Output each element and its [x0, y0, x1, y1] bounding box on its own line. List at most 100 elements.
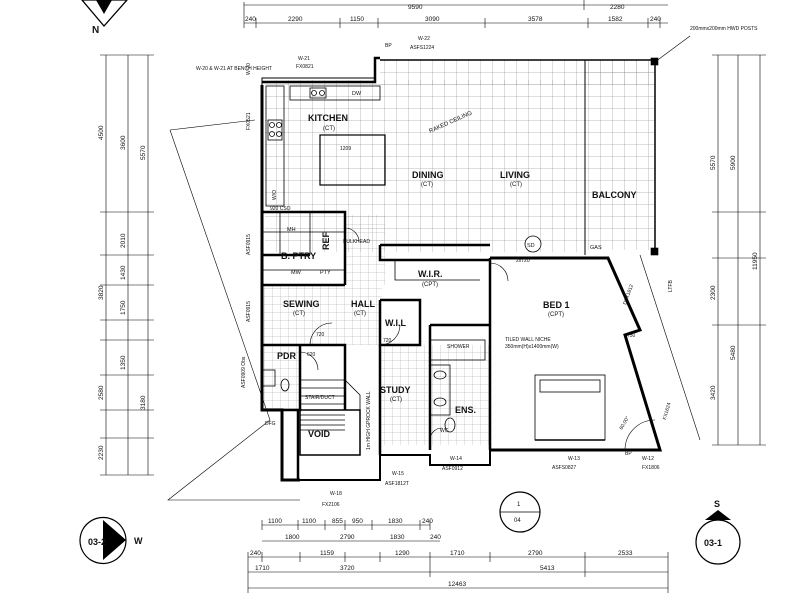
tag-fx1624: FX1624	[662, 402, 672, 421]
tag-fx2106: FX2106	[322, 502, 340, 508]
dim-bottom-total: 12463	[448, 581, 466, 588]
tag-asf0915-a: ASF0915	[246, 234, 252, 255]
dim-left-3: 2230	[98, 445, 105, 460]
dim-bottom-r2-1: 2790	[340, 534, 355, 541]
left-dimension-labels: 4500 3820 2580 2230 3600 5570 2010 1430 …	[98, 125, 147, 460]
door-720-a: 720	[316, 332, 325, 338]
dim-top-5: 1582	[608, 16, 623, 23]
room-study: STUDY	[380, 385, 411, 395]
bench-1209-note: 1209	[340, 146, 351, 152]
room-mw: MW	[291, 270, 302, 276]
wc-ens-note: WC	[440, 428, 449, 434]
tag-fx0521: FX0521	[246, 112, 252, 130]
section-center-bottom: 04	[514, 518, 521, 524]
tiled-niche-note: TILED WALL NICHE	[505, 337, 551, 343]
dim-bottom-r4-0: 1710	[255, 565, 270, 572]
dim-right-5: 3420	[710, 385, 717, 400]
tag-asfs1224: ASFS1224	[410, 45, 434, 51]
bp-bottom-note: BP	[625, 451, 632, 457]
sd-label: SD	[527, 243, 535, 249]
dim-top-0: 240	[245, 16, 256, 23]
dim-bottom-r3-2: 1290	[395, 550, 410, 557]
room-sewing-sub: (CT)	[293, 311, 305, 317]
tag-asf0909: ASF0909 Obs	[241, 356, 247, 388]
dim-bottom-r2-2: 1830	[390, 534, 405, 541]
tag-fx1806: FX1806	[642, 465, 660, 471]
dim-bottom-r2-3: 240	[430, 534, 441, 541]
dim-bottom-r3-4: 2790	[528, 550, 543, 557]
dim-bottom-r3-1: 1159	[320, 550, 334, 557]
dim-left-inner-3: 1430	[120, 265, 127, 280]
tag-w22: W-22	[418, 36, 430, 42]
section-left-ref: 03-2	[88, 537, 106, 547]
dim-bottom-r2-0: 1800	[285, 534, 300, 541]
window-tags: W-21 FX0821 FX0521 W-22 ASFS1224 W-20 AS…	[241, 36, 674, 508]
dim-bottom-r4-2: 5413	[540, 565, 555, 572]
dim-left-inner-5: 1350	[120, 355, 127, 370]
top-dimensions	[243, 0, 668, 28]
bottom-dimension-labels: 1100 1100 855 950 1830 240 1800 2790 183…	[250, 518, 633, 588]
dim-top-right: 2280	[610, 4, 625, 11]
room-dining: DINING	[412, 170, 444, 180]
tag-asf0827: ASFS0827	[552, 465, 576, 471]
section-right-ref: 03-1	[704, 538, 722, 548]
dim-left-0: 4500	[98, 125, 105, 140]
bottom-dimensions	[247, 520, 669, 593]
room-mh: MH	[287, 227, 296, 233]
tag-dfg: DFG	[265, 421, 276, 427]
light-partitions	[262, 212, 480, 281]
bench-height-note: W-20 & W-21 AT BENCH HEIGHT	[196, 66, 272, 72]
room-hall: HALL	[351, 299, 375, 309]
cso-note: 920 CSO	[270, 206, 291, 212]
tag-asf0912: ASF0912	[442, 466, 463, 472]
door-720-b: 720	[383, 338, 392, 344]
tag-w14: W-14	[450, 456, 462, 462]
room-living: LIVING	[500, 170, 530, 180]
tag-asf1812t: ASF1812T	[385, 481, 409, 487]
north-compass: N	[81, 0, 128, 36]
left-dimensions	[100, 54, 154, 476]
hwd-posts-note: 200mmx200mm HWD POSTS	[690, 26, 758, 32]
room-ens: ENS.	[455, 405, 476, 415]
room-dining-sub: (CT)	[421, 182, 433, 188]
right-dimensions	[712, 54, 766, 446]
bulkhead-note: BULKHEAD	[343, 239, 370, 245]
dim-right-2: 11950	[752, 252, 759, 270]
niche-size-note: 350mm(H)x1400mm(W)	[505, 344, 559, 350]
tag-ltfb: LTFB	[668, 279, 674, 292]
room-study-sub: (CT)	[390, 397, 402, 403]
door-750: 750	[627, 333, 636, 339]
door-swings	[299, 227, 656, 451]
bathroom-fixtures	[262, 339, 486, 433]
west-label: W	[134, 536, 143, 546]
right-dimension-labels: 5570 5900 11950 2300 5480 3420	[710, 155, 759, 400]
top-dimension-labels: 240 2290 1150 3090 3578 1582 240 9590 22…	[245, 4, 661, 23]
gas-note: GAS	[590, 245, 602, 251]
angle-60: 60.00°	[619, 415, 631, 431]
tag-fx0821: FX0821	[296, 64, 314, 70]
dw-note: DW	[352, 91, 362, 97]
dim-left-1: 3820	[98, 285, 105, 300]
bp-top-note: BP	[385, 43, 392, 49]
tag-w21: W-21	[298, 56, 310, 62]
dim-left-2: 2580	[98, 385, 105, 400]
dim-bottom-r3-0: 240	[250, 550, 261, 557]
dim-left-inner-1: 5570	[140, 145, 147, 160]
door-620: 620	[307, 352, 316, 358]
tag-w18: W-18	[330, 491, 342, 497]
dim-left-inner-0: 3600	[120, 135, 127, 150]
dim-top-total: 9590	[408, 4, 423, 11]
section-marker-center: 1 04	[499, 491, 541, 533]
room-balcony: BALCONY	[592, 190, 637, 200]
room-bed1: BED 1	[543, 300, 570, 310]
room-kitchen: KITCHEN	[308, 113, 348, 123]
room-living-sub: (CT)	[510, 182, 522, 188]
room-kitchen-sub: (CT)	[323, 126, 335, 132]
room-wil: W.I.L	[385, 318, 406, 328]
wo-note: W/O	[272, 190, 278, 200]
room-labels: KITCHEN (CT) DINING (CT) LIVING (CT) BAL…	[277, 113, 637, 439]
tag-w15: W-15	[392, 471, 404, 477]
room-bed1-sub: (CPT)	[548, 312, 564, 318]
dim-bottom-r1-0: 1100	[268, 518, 282, 525]
